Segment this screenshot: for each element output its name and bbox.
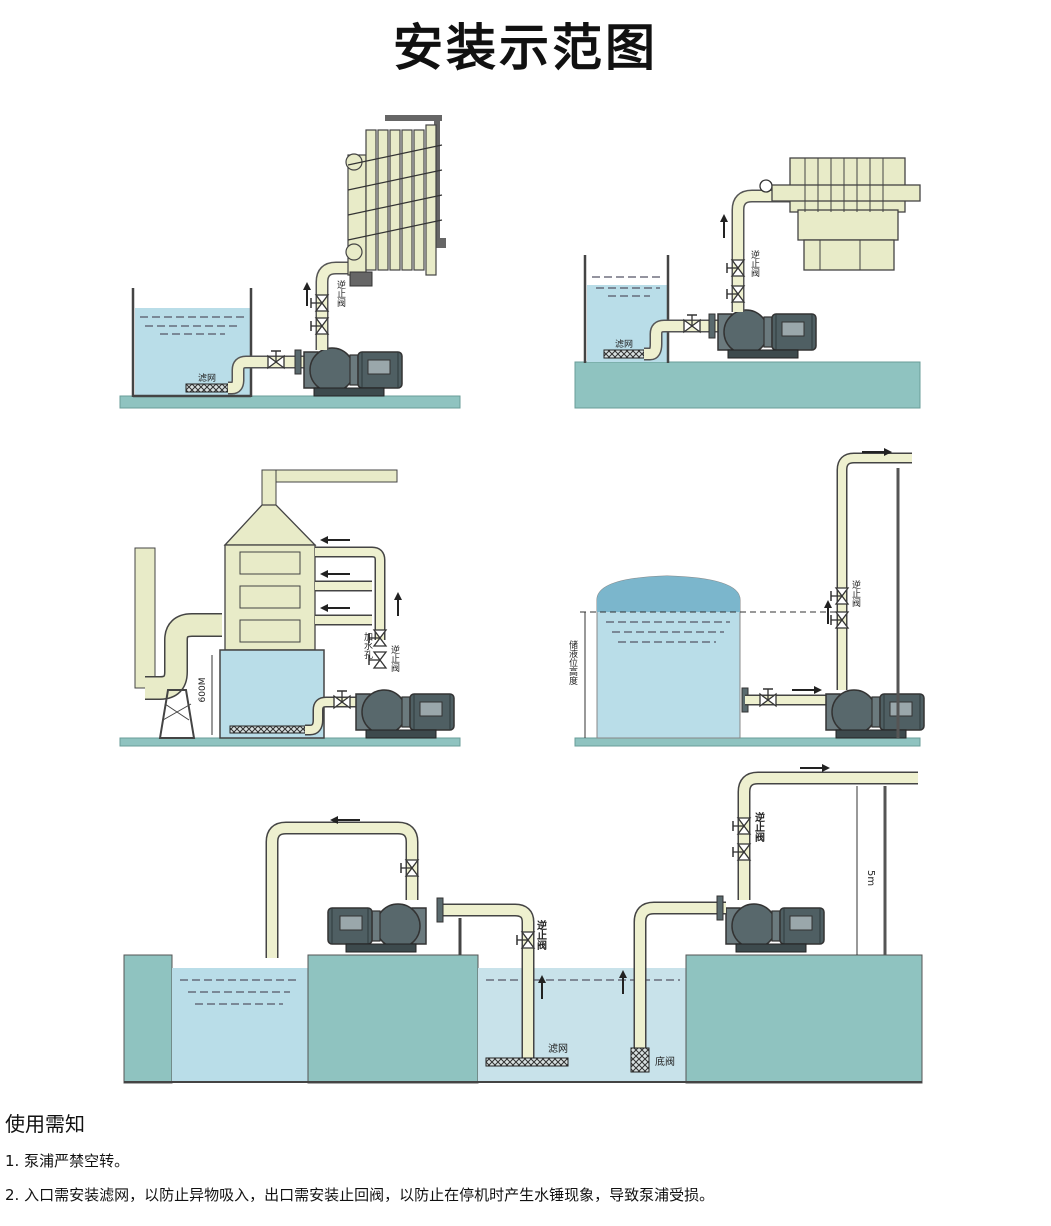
check-valve-label-6: 逆止阀 [753,811,765,843]
filter-label: 滤网 [548,1042,568,1055]
page-title: 安装示范图 [393,19,658,77]
note-item-2: 2. 入口需安装滤网，以防止异物吸入，出口需安装止回阀，以防止在停机时产生水锤现… [5,1186,715,1204]
liquid-level-label: 储液位高度 [567,639,578,686]
check-valve-label-5: 逆止阀 [535,919,547,951]
scene-filter-press: 滤网 逆止阀 [574,157,921,409]
installation-diagram: 滤网 逆止阀 [119,115,925,1084]
check-valve-label-1: 逆止阀 [335,279,346,308]
usage-notes: 使用需知 1. 泵浦严禁空转。 2. 入口需安装滤网，以防止异物吸入，出口需安装… [5,1108,1045,1218]
check-valve-label-4: 逆止阀 [850,579,861,608]
water-inlet-label: 加水孔 [362,632,373,660]
scene-heat-exchanger: 滤网 逆止阀 [119,115,461,409]
foot-valve-label: 底阀 [655,1055,675,1068]
notes-title: 使用需知 [5,1112,85,1136]
dim-5m-label: 5m [865,870,876,886]
dim-600-label: 600M [198,678,208,703]
scene-scrubber-tower: 600M 逆止阀 加水孔 [119,469,461,747]
filter-net-label-2: 滤网 [615,338,633,350]
check-valve-label-3: 逆止阀 [389,644,400,673]
scene-pit-installation: 逆止阀 滤网 底阀 逆止阀 5m [123,763,923,1084]
filter-net-label: 滤网 [198,372,216,384]
check-valve-label-2: 逆止阀 [749,249,760,278]
note-item-1: 1. 泵浦严禁空转。 [5,1152,130,1170]
scene-storage-tank: 储液位高度 逆止阀 [567,447,925,747]
